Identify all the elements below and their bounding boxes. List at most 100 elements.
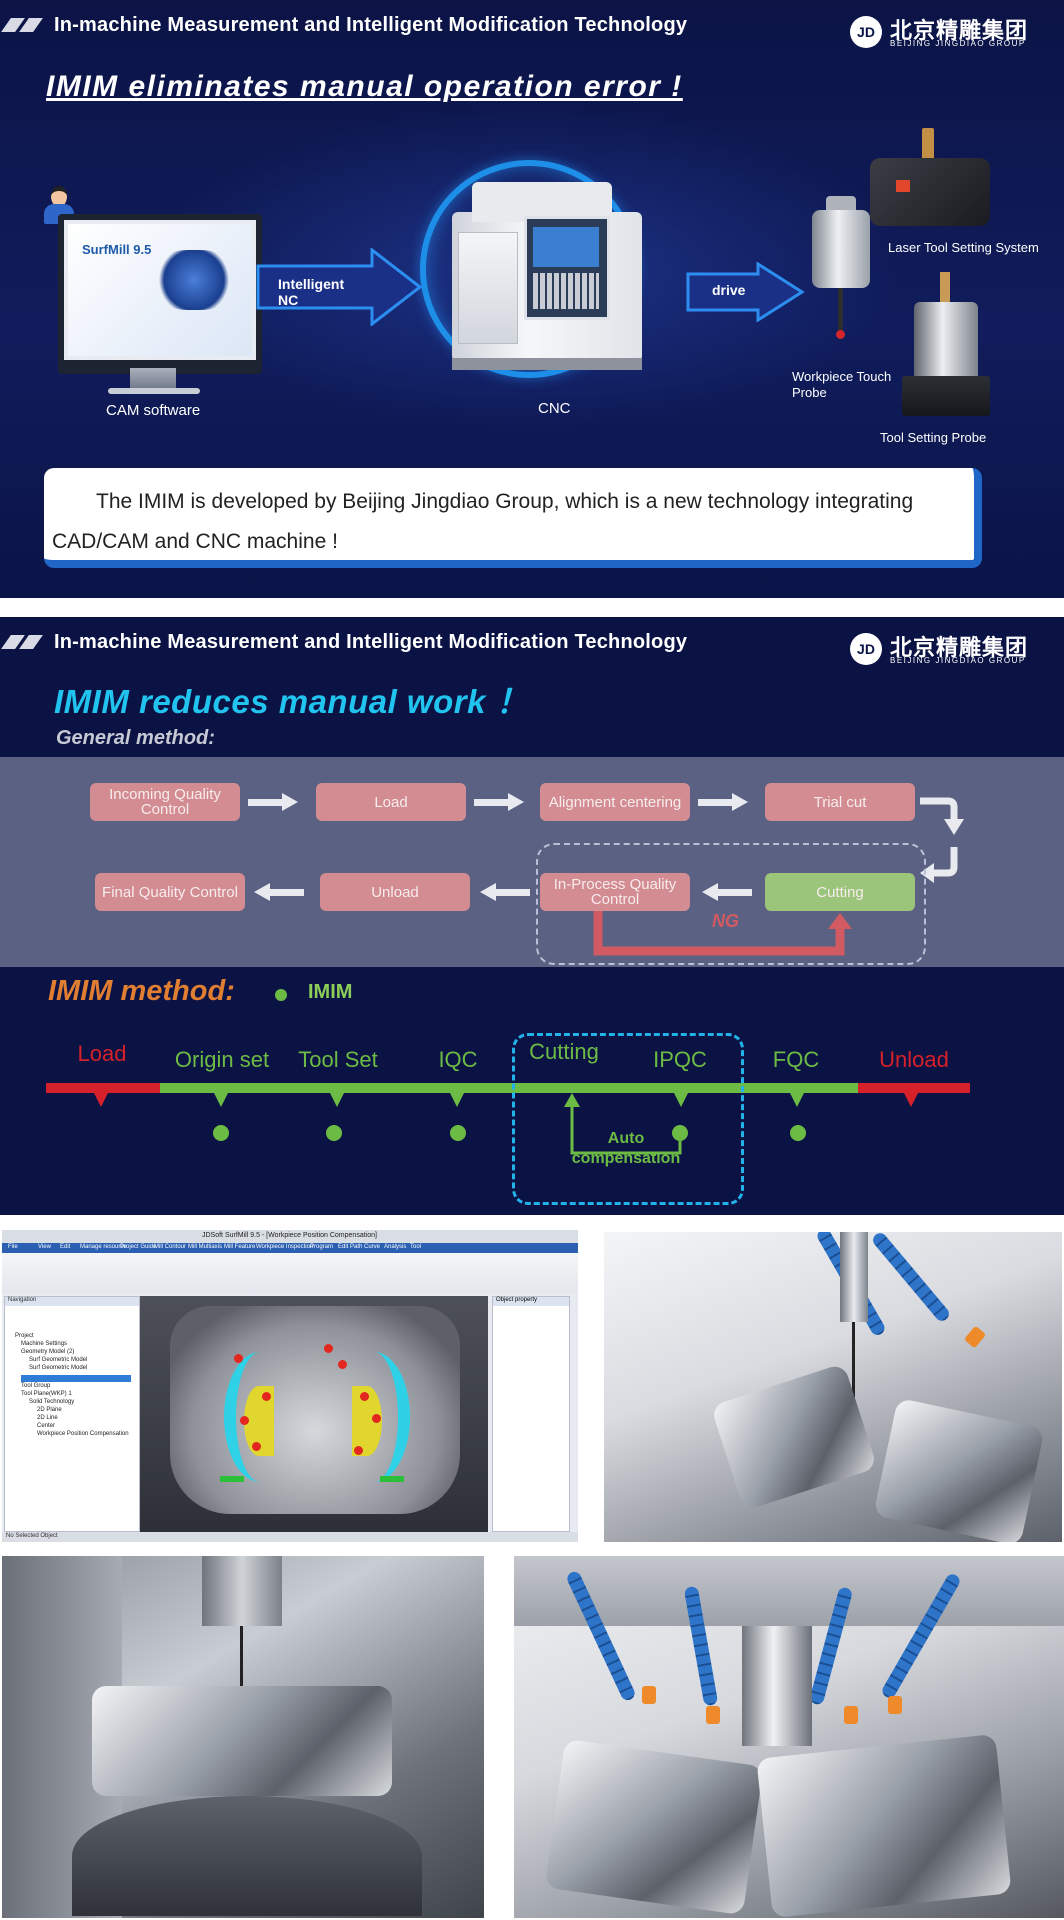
tree-item[interactable]: 2D Plane (37, 1407, 62, 1413)
laser-tool-setting-image (870, 128, 990, 234)
tree-item[interactable]: Surf Geometric Model (29, 1365, 88, 1371)
menu-edit-path[interactable]: Edit Path (338, 1244, 363, 1250)
green-fixture (380, 1476, 404, 1482)
panel2-title: IMIM reduces manual work ！ (54, 683, 530, 720)
monitor-stand (130, 368, 176, 390)
menu-workpiece-inspection[interactable]: Workpiece Inspection (256, 1244, 314, 1250)
measure-point (354, 1446, 363, 1455)
imim-legend-dot (275, 989, 287, 1001)
status-bar: No Selected Object (2, 1532, 578, 1542)
menu-program[interactable]: Program (310, 1244, 334, 1250)
tree-item[interactable]: Center (37, 1423, 56, 1429)
workpiece (873, 1397, 1045, 1542)
step-unload: Unload (320, 873, 470, 911)
timeline-tick (214, 1093, 228, 1107)
logo-en-text: BEIJING JINGDIAO GROUP (890, 39, 1026, 48)
timeline-segment-manual (858, 1083, 970, 1093)
ng-dashed-frame (536, 843, 926, 965)
logo-mark: JD (850, 16, 882, 48)
tree-item[interactable]: Project (15, 1333, 34, 1339)
step-final-qc: Final Quality Control (95, 873, 245, 911)
measure-point (372, 1414, 381, 1423)
measure-point (262, 1392, 271, 1401)
logo-en-text: BEIJING JINGDIAO GROUP (890, 656, 1026, 665)
menu-file[interactable]: File (8, 1244, 18, 1250)
tree-selection (21, 1375, 131, 1382)
timeline-cutting: Cutting (529, 1039, 599, 1064)
menu-mill-contour[interactable]: Mill Contour (154, 1244, 187, 1250)
workpiece (544, 1738, 764, 1916)
tree-item[interactable]: Tool Group (21, 1383, 51, 1389)
workpiece (92, 1686, 392, 1796)
measure-point (240, 1416, 249, 1425)
timeline-dot (450, 1125, 466, 1141)
step-in-process-qc: In-Process Quality Control (540, 873, 690, 911)
coolant-nozzle (963, 1325, 987, 1349)
coolant-nozzle (888, 1696, 902, 1714)
timeline-ipqc: IPQC (653, 1047, 707, 1072)
monitor-brand: SurfMill 9.5 (82, 242, 152, 257)
measure-point (324, 1344, 333, 1353)
timeline-fqc: FQC (772, 1047, 820, 1072)
navigation-title: Navigation (5, 1297, 139, 1306)
tree-item[interactable]: 2D Line (37, 1415, 58, 1421)
tree-item[interactable]: Machine Settings (21, 1341, 68, 1347)
timeline-unload: Unload (879, 1047, 949, 1072)
spindle (742, 1626, 812, 1746)
status-text: No Selected Object (6, 1533, 58, 1539)
general-method-band: Incoming Quality Control Load Alignment … (0, 757, 1064, 967)
menu-project-guide[interactable]: Project Guide (120, 1244, 157, 1250)
menu-manage-resource[interactable]: Manage resource (80, 1244, 127, 1250)
machine-head (514, 1556, 1064, 1626)
property-panel: Object property (492, 1296, 570, 1532)
menu-mill-multiaxis[interactable]: Mill Multiaxis (188, 1244, 223, 1250)
3d-viewport[interactable] (140, 1296, 488, 1532)
step-load: Load (316, 783, 466, 821)
description-box: The IMIM is developed by Beijing Jingdia… (44, 468, 982, 568)
tree-item[interactable]: Solid Technology (29, 1399, 75, 1405)
cutting-dashed-frame (512, 1033, 744, 1205)
window-title: JDSoft SurfMill 9.5 - [Workpiece Positio… (202, 1232, 377, 1239)
general-method-label: General method: (56, 727, 215, 749)
timeline-segment-imim (160, 1083, 858, 1093)
step-trial-cut: Trial cut (765, 783, 915, 821)
menu-view[interactable]: View (38, 1244, 51, 1250)
photo-probe-measuring (604, 1232, 1062, 1542)
menu-curve[interactable]: Curve (364, 1244, 381, 1250)
software-screenshot: JDSoft SurfMill 9.5 - [Workpiece Positio… (2, 1230, 578, 1542)
arrow-right-icon (686, 262, 805, 322)
measure-point (252, 1442, 261, 1451)
tree-item[interactable]: Geometry Model (2) (21, 1349, 75, 1355)
menu-mill-feature[interactable]: Mill Feature (224, 1244, 256, 1250)
navigation-panel: Navigation Project Machine Settings Geom… (4, 1296, 140, 1532)
rotary-table (72, 1796, 422, 1916)
cam-software-label: CAM software (106, 402, 201, 419)
panel1-title: IMIM eliminates manual operation error ! (46, 70, 683, 103)
probe-stylus (852, 1322, 855, 1430)
ribbon-toolbar[interactable] (2, 1253, 578, 1293)
menu-analysis[interactable]: Analysis (384, 1244, 407, 1250)
tree-item[interactable]: Tool Plane(WKP) 1 (21, 1391, 72, 1397)
probe-stylus (240, 1626, 243, 1686)
timeline-segment-manual (46, 1083, 160, 1093)
coolant-nozzle (642, 1686, 656, 1704)
auto-compensation-arrow (564, 1093, 682, 1155)
cnc-label: CNC (538, 400, 571, 417)
tree-item[interactable]: Surf Geometric Model (29, 1357, 88, 1363)
window-titlebar: JDSoft SurfMill 9.5 - [Workpiece Positio… (2, 1230, 578, 1243)
arrow-turn-icon (920, 797, 964, 883)
menu-tool[interactable]: Tool (410, 1244, 422, 1250)
laser-tool-setting-label: Laser Tool Setting System (888, 240, 1039, 255)
timeline-dot (790, 1125, 806, 1141)
drive-label: drive (712, 282, 746, 298)
timeline-tick (450, 1093, 464, 1107)
timeline-load: Load (77, 1041, 127, 1066)
tool-setting-probe-image (902, 272, 990, 420)
tree-item[interactable]: Workpiece Position Compensation (37, 1431, 129, 1437)
photo-machining-fixture (2, 1556, 484, 1918)
panel-imim-process: In-machine Measurement and Intelligent M… (0, 617, 1064, 1215)
spindle (840, 1232, 868, 1322)
timeline-origin-set: Origin set (174, 1047, 270, 1072)
logo-cn-text: 北京精雕集团 (890, 635, 1029, 660)
menu-edit[interactable]: Edit (60, 1244, 71, 1250)
